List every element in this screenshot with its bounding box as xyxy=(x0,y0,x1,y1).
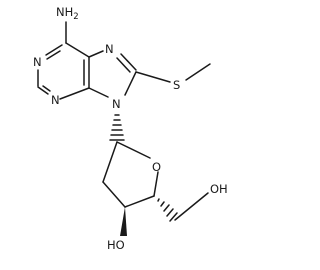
bond-c2-c3 xyxy=(102,181,126,208)
hydroxyl-3-label: HO xyxy=(107,238,125,252)
hashed-wedge-c4-c5 xyxy=(157,198,178,222)
sulfur-label: S xyxy=(173,78,180,92)
n7-label: N xyxy=(105,42,114,56)
ring-oxygen-label: O xyxy=(152,160,161,174)
bond-c8-n9 xyxy=(124,71,137,96)
bond-c6-n1 xyxy=(45,44,63,56)
hydroxyl-5-label: OH xyxy=(210,182,228,196)
bond-c6-c5 xyxy=(65,42,90,58)
bond-c1-c2 xyxy=(102,141,118,183)
bond-n7-c8 xyxy=(120,53,137,71)
wedge-bond-c3-oh xyxy=(120,207,127,236)
bond-c4-o4 xyxy=(153,171,159,197)
bond-c5-o5 xyxy=(174,192,209,221)
imidazole-ring xyxy=(88,50,137,98)
n1-label: N xyxy=(33,55,42,69)
bond-c3-c4 xyxy=(124,195,155,208)
pyrimidine-ring xyxy=(37,42,90,100)
bond-n7-c8-double xyxy=(116,57,131,73)
n3-label: N xyxy=(51,93,60,107)
bond-c2-n3-double xyxy=(42,85,51,92)
n9-label: N xyxy=(112,97,121,111)
hashed-wedge-bond xyxy=(109,114,125,141)
bond-n3-c4 xyxy=(59,87,90,100)
bond-n9-c4 xyxy=(88,87,109,98)
bond-c2-n3 xyxy=(37,86,49,95)
bond-s-ch3 xyxy=(185,63,211,81)
structure-canvas: NH2 N N N N S O HO OH xyxy=(33,5,228,252)
deoxyribose-ring xyxy=(102,141,159,208)
bond-c8-s xyxy=(135,71,171,83)
molecule-diagram: NH2 N N N N S O HO OH xyxy=(33,5,228,252)
amine-label: NH2 xyxy=(56,5,79,22)
bond-c1-o4 xyxy=(116,141,151,159)
bond-c5-n7 xyxy=(88,50,104,58)
bond-c6-n1-double xyxy=(46,50,61,60)
